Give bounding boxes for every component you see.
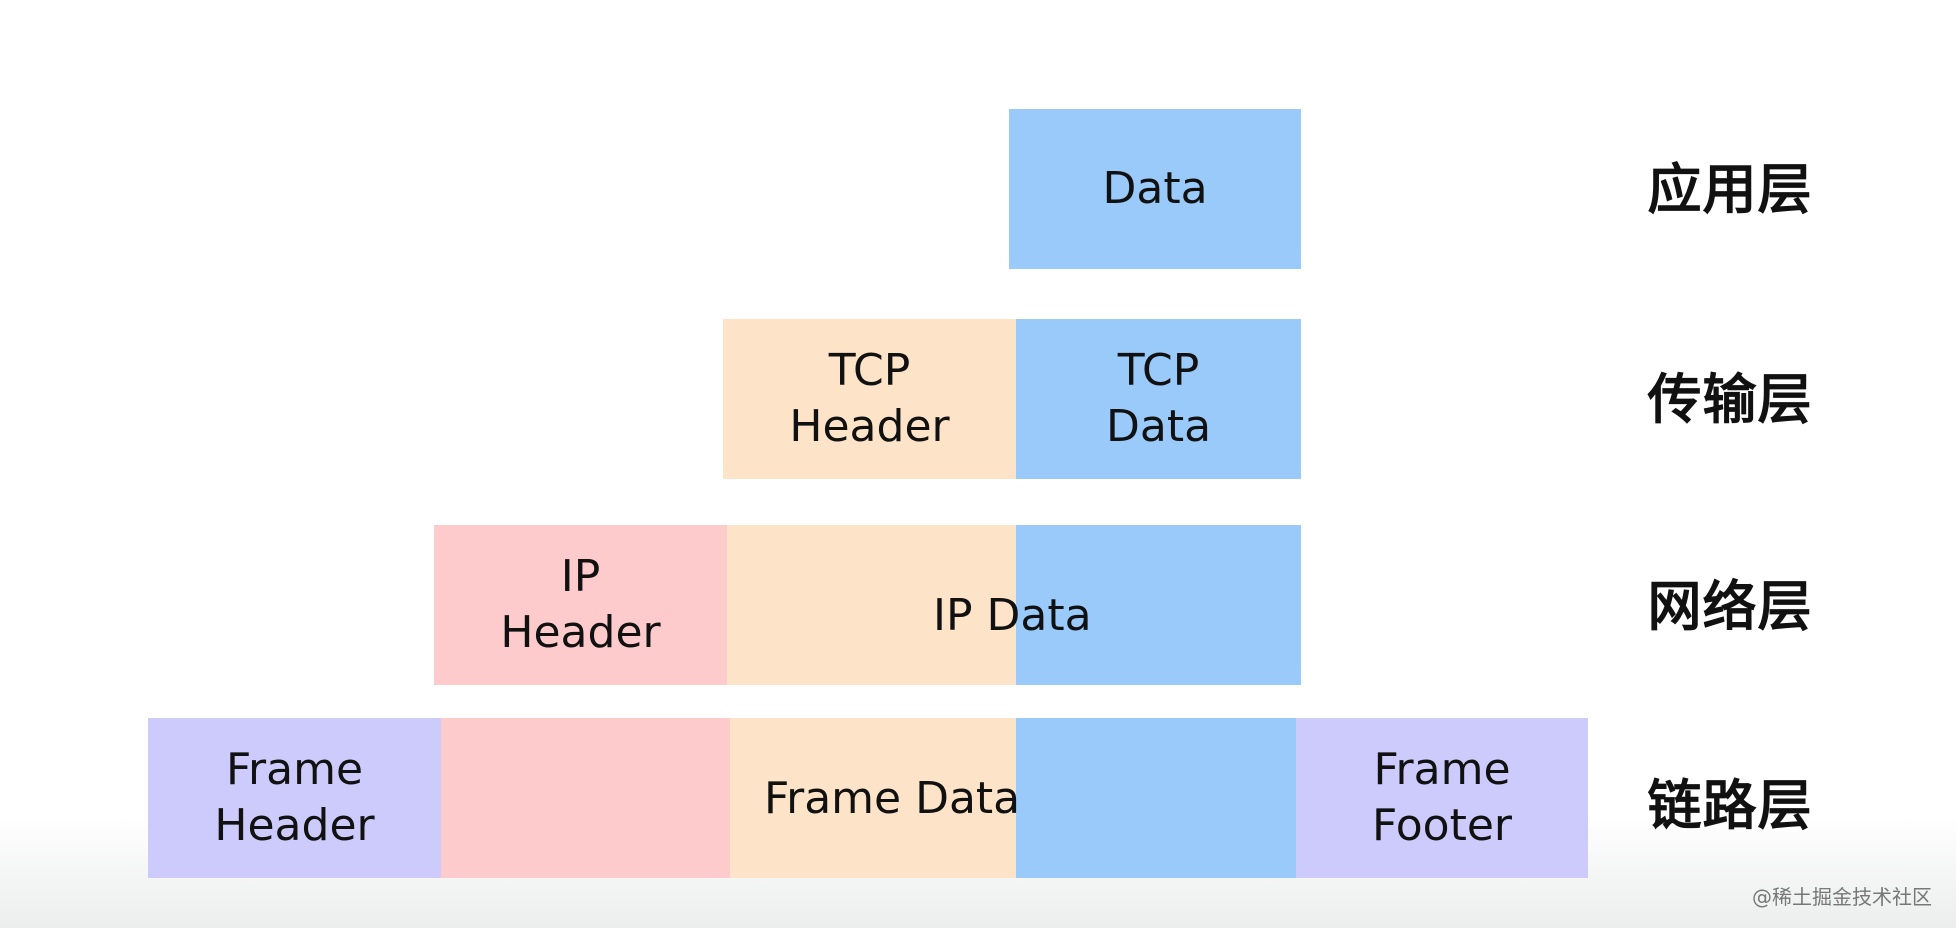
layer-label-transport: 传输层	[1647, 367, 1813, 431]
tcp-header-label: TCP Header	[789, 345, 950, 452]
frame-header-label: Frame Header	[214, 744, 375, 851]
watermark: @稀土掘金技术社区	[1752, 885, 1932, 909]
ip-header-label: IP Header	[500, 551, 661, 658]
ip-header-block: IP Header	[434, 525, 727, 685]
frame-data-blue-segment	[1016, 718, 1296, 878]
tcp-data-label: TCP Data	[1105, 345, 1212, 452]
ip-data-blue-segment	[1016, 525, 1301, 685]
layer-label-application: 应用层	[1647, 157, 1813, 221]
tcp-header-block: TCP Header	[723, 319, 1016, 479]
frame-footer-block: Frame Footer	[1296, 718, 1588, 878]
frame-footer-label: Frame Footer	[1372, 744, 1512, 851]
tcp-data-block: TCP Data	[1016, 319, 1301, 479]
layer-label-network: 网络层	[1647, 574, 1813, 638]
application-data-block: Data	[1009, 109, 1301, 269]
ip-data-label: IP Data	[933, 590, 1092, 641]
frame-data-peach-segment	[730, 718, 1016, 878]
frame-data-label: Frame Data	[764, 773, 1021, 824]
application-data-label: Data	[1102, 163, 1208, 214]
frame-data-pink-segment	[441, 718, 730, 878]
ip-data-peach-segment	[727, 525, 1016, 685]
frame-header-block: Frame Header	[148, 718, 441, 878]
layer-label-link: 链路层	[1647, 773, 1813, 837]
